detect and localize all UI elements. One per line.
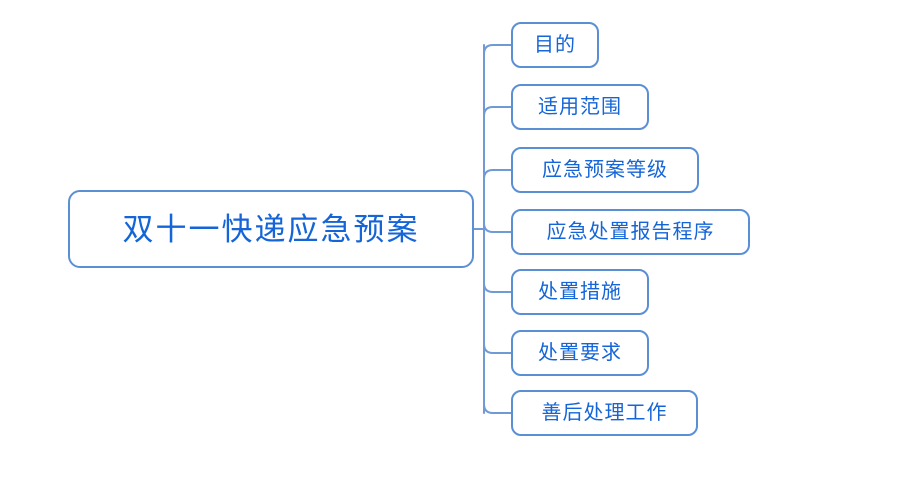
connector-branch: [483, 403, 512, 414]
connector-branch: [483, 222, 512, 233]
connector-branch: [483, 44, 512, 55]
mindmap-child-label: 应急预案等级: [542, 159, 668, 181]
mindmap-child-label: 善后处理工作: [541, 402, 668, 424]
mindmap-root-node[interactable]: 双十一快递应急预案: [68, 190, 474, 268]
mindmap-child-node[interactable]: 目的: [511, 22, 599, 68]
mindmap-child-label: 处置要求: [538, 342, 622, 364]
mindmap-child-node[interactable]: 善后处理工作: [511, 390, 698, 436]
mindmap-child-label: 目的: [534, 34, 576, 56]
connector-branch: [483, 169, 512, 180]
mindmap-child-node[interactable]: 处置措施: [511, 269, 649, 315]
mindmap-child-node[interactable]: 处置要求: [511, 330, 649, 376]
connector-branch: [483, 106, 512, 117]
connector-branch: [483, 282, 512, 293]
mindmap-child-label: 处置措施: [538, 281, 622, 303]
mindmap-child-node[interactable]: 应急预案等级: [511, 147, 699, 193]
connector-branch: [483, 343, 512, 354]
mindmap-root-label: 双十一快递应急预案: [122, 211, 420, 247]
mindmap-child-node[interactable]: 适用范围: [511, 84, 649, 130]
mindmap-child-node[interactable]: 应急处置报告程序: [511, 209, 750, 255]
mindmap-child-label: 适用范围: [538, 96, 622, 118]
mindmap-child-label: 应急处置报告程序: [546, 221, 715, 243]
